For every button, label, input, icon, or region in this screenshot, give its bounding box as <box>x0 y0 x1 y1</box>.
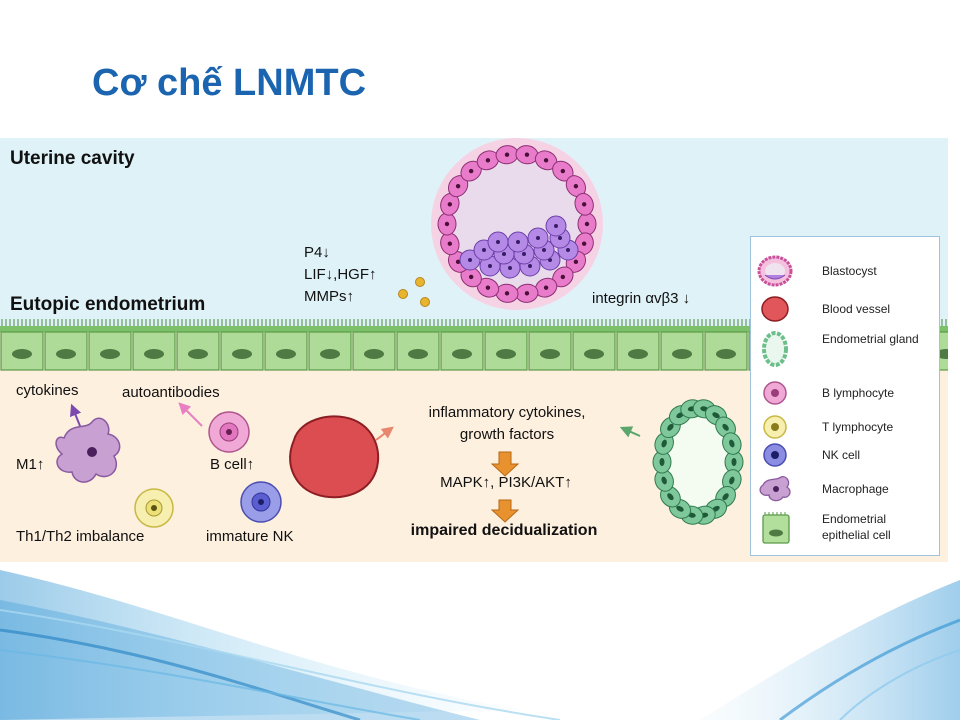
p4-label: P4↓ <box>304 244 330 261</box>
blood-vessel-icon <box>761 296 789 322</box>
th1-th2-label: Th1/Th2 imbalance <box>16 528 145 545</box>
macrophage-icon <box>759 476 791 502</box>
epithelial-cell <box>264 331 308 371</box>
trophoblast-cell <box>574 192 594 216</box>
legend-item-endometrial-gland: Endometrial gland <box>751 325 939 373</box>
legend-item-macrophage: Macrophage <box>751 469 939 509</box>
epithelial-cell <box>176 331 220 371</box>
endometrial-epithelial-cell-icon <box>762 512 790 544</box>
arrows <box>69 402 641 523</box>
legend-label: Endometrial epithelial cell <box>822 512 891 542</box>
trophoblast-cell <box>460 266 482 288</box>
b-cell <box>208 411 250 453</box>
legend-item-nk-cell: NK cell <box>751 435 939 475</box>
legend-item-b-lymphocyte: B lymphocyte <box>751 373 939 413</box>
legend-label: Blood vessel <box>822 302 891 316</box>
legend-item-blood-vessel: Blood vessel <box>751 289 939 329</box>
inner-cell-mass-cell <box>545 215 567 237</box>
legend-label: Macrophage <box>822 482 889 496</box>
lif-hgf-label: LIF↓,HGF↑ <box>304 266 377 283</box>
integrin-label: integrin αvβ3 ↓ <box>592 290 691 307</box>
epithelial-cell <box>44 331 88 371</box>
legend-label: T lymphocyte <box>822 420 894 434</box>
trophoblast-cell <box>552 160 574 182</box>
cytokines-label: cytokines <box>16 382 79 399</box>
trophoblast-cell <box>515 283 539 303</box>
endometrial-gland <box>652 399 744 525</box>
epithelial-cell <box>484 331 528 371</box>
inflammatory-label-line2: growth factors <box>459 426 555 443</box>
blastocyst-icon <box>757 255 793 287</box>
epithelial-cell <box>572 331 616 371</box>
inner-cell-mass-cell <box>507 231 529 253</box>
impaired-decidualization-label: impaired decidualization <box>410 522 598 539</box>
mmps-label: MMPs↑ <box>304 288 354 305</box>
epithelial-cell <box>440 331 484 371</box>
epithelial-cell <box>528 331 572 371</box>
trophoblast-cell <box>552 266 574 288</box>
eutopic-endometrium-label: Eutopic endometrium <box>10 294 206 315</box>
legend-label: B lymphocyte <box>822 386 895 400</box>
epithelial-cell <box>132 331 176 371</box>
nk-cell-icon <box>763 443 787 467</box>
epithelial-cell <box>660 331 704 371</box>
secreted-factors <box>398 277 430 307</box>
epithelial-cell <box>0 331 44 371</box>
nk-cell <box>240 481 282 523</box>
trophoblast-cell <box>437 212 457 236</box>
slide-title: Cơ chế LNMTC <box>92 62 367 104</box>
blood-vessel <box>289 415 379 499</box>
uterine-cavity-label: Uterine cavity <box>10 148 135 169</box>
immature-nk-label: immature NK <box>206 528 294 545</box>
legend-label: Endometrial gland <box>822 332 919 346</box>
autoantibodies-label: autoantibodies <box>122 384 220 401</box>
epithelial-cell <box>616 331 660 371</box>
epithelial-cell <box>88 331 132 371</box>
epithelial-cell <box>352 331 396 371</box>
epithelial-cell <box>396 331 440 371</box>
trophoblast-cell <box>534 277 558 298</box>
decorative-waves <box>0 570 960 720</box>
trophoblast-cell <box>565 175 587 198</box>
legend: Blastocyst Blood vessel Endometrial glan… <box>750 236 940 556</box>
inflammatory-label-line1: inflammatory cytokines, <box>428 404 586 421</box>
legend-item-endometrial-epithelial-cell: Endometrial epithelial cell <box>751 507 939 553</box>
epithelial-cell <box>308 331 352 371</box>
inner-cell-mass-cell <box>487 231 509 253</box>
endometrium-diagram: Uterine cavity Eutopic endometrium P4↓ L… <box>0 138 948 562</box>
legend-item-blastocyst: Blastocyst <box>751 251 939 291</box>
inner-cell-mass-cell <box>527 227 549 249</box>
mapk-label: MAPK↑, PI3K/AKT↑ <box>440 474 572 491</box>
b-lymphocyte-icon <box>763 381 787 405</box>
trophoblast-cell <box>447 175 469 198</box>
gland-cell <box>722 432 742 455</box>
t-cell <box>134 488 174 528</box>
trophoblast-cell <box>577 212 597 236</box>
m1-label: M1↑ <box>16 456 45 473</box>
macrophage-cell <box>55 417 121 483</box>
epithelial-cell <box>220 331 264 371</box>
gland-cell <box>652 450 672 474</box>
endometrial-gland-icon <box>762 331 788 367</box>
epithelial-cell <box>704 331 748 371</box>
b-cell-label: B cell↑ <box>210 456 255 473</box>
blastocyst <box>431 138 603 310</box>
legend-item-t-lymphocyte: T lymphocyte <box>751 407 939 447</box>
legend-label: Blastocyst <box>822 264 877 278</box>
legend-label: NK cell <box>822 448 861 462</box>
t-lymphocyte-icon <box>763 415 787 439</box>
